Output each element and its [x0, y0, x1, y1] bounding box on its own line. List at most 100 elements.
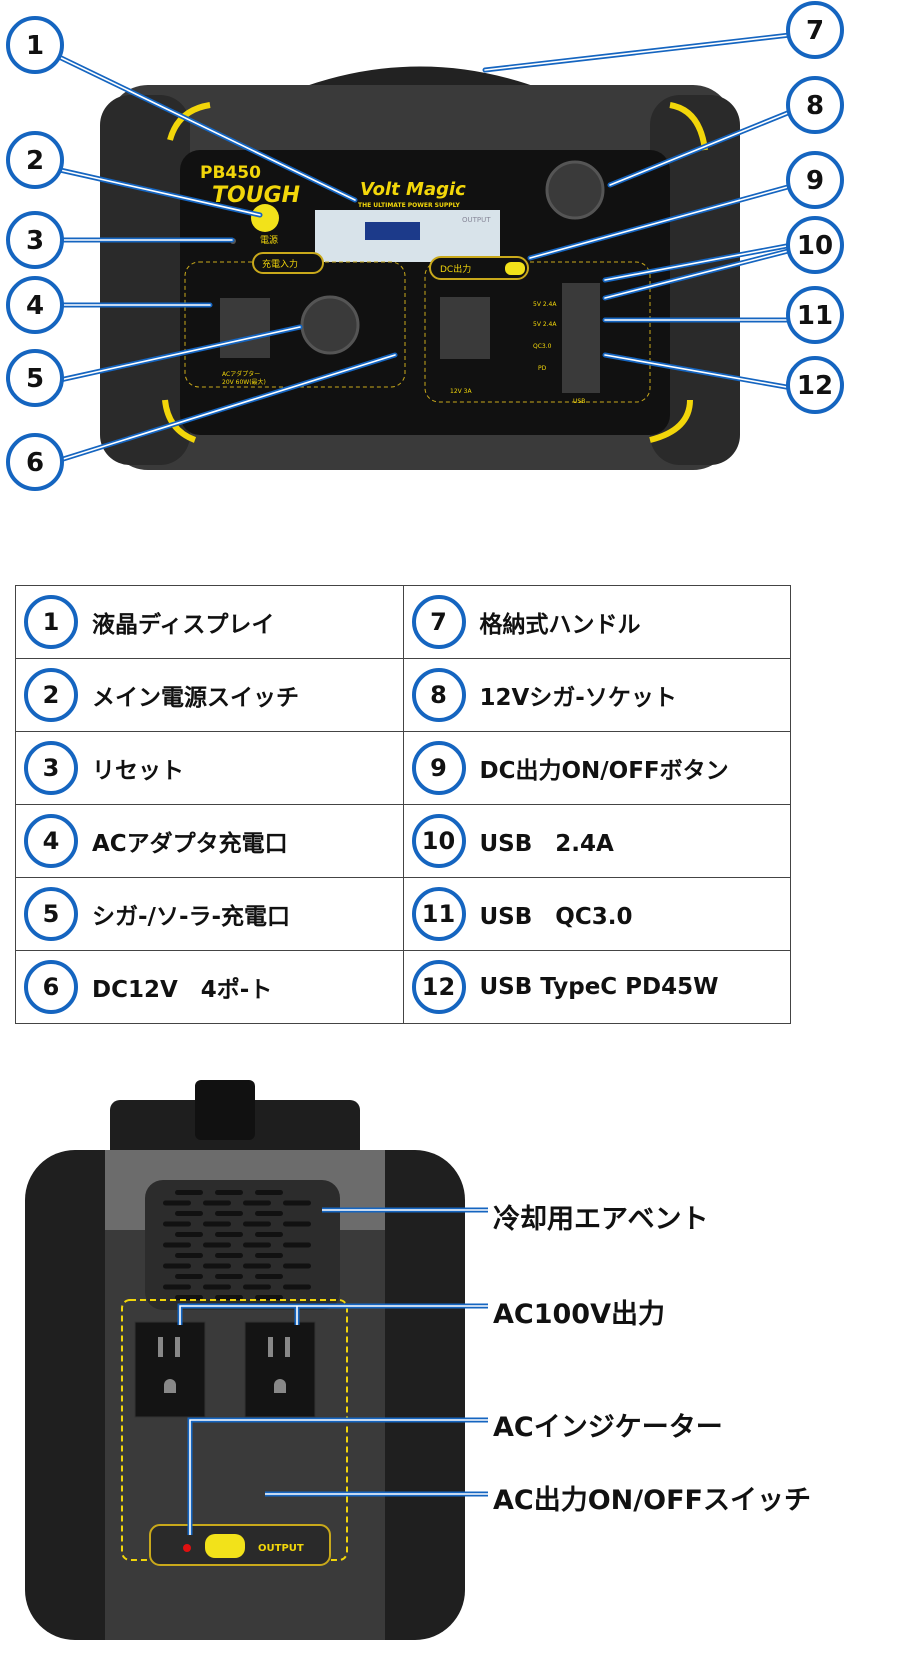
vent-slot — [163, 1221, 191, 1227]
legend-label: USB 2.4A — [479, 831, 614, 857]
legend-number: 8 — [411, 668, 466, 722]
vent-slot — [215, 1190, 243, 1195]
callout-10: 10 — [797, 231, 833, 261]
legend-number: 10 — [411, 814, 466, 868]
vent-slot — [283, 1221, 311, 1227]
brand-logo: Volt Magic — [360, 179, 466, 200]
cigar-socket-12v — [545, 160, 605, 220]
legend-number: 11 — [411, 887, 466, 941]
ac-output-switch[interactable] — [205, 1534, 245, 1558]
dc-output-button[interactable] — [505, 262, 525, 275]
vent-slot — [175, 1211, 203, 1216]
usb-rating: 5V 2.4A — [533, 321, 557, 328]
model-name: PB450 — [200, 163, 261, 183]
callout-9: 9 — [806, 166, 824, 196]
vent-slot — [283, 1200, 311, 1206]
legend-number: 7 — [411, 595, 466, 649]
main-power-switch[interactable] — [251, 204, 279, 232]
dc-output-label: DC出力 — [440, 263, 471, 275]
legend-cell: 6 DC12V 4ポ-ト — [15, 950, 404, 1024]
callout-2: 2 — [26, 146, 44, 176]
legend-number: 4 — [24, 814, 78, 868]
usb-rating: 5V 2.4A — [533, 301, 557, 308]
legend-label: DC出力ON/OFFボタン — [479, 758, 729, 784]
vent-slot — [255, 1274, 283, 1279]
vent-slot — [283, 1284, 311, 1290]
vent-slot — [243, 1200, 271, 1206]
legend-label: シガ-/ソ-ラ-充電口 — [92, 904, 291, 930]
callout-1: 1 — [26, 31, 44, 61]
vent-slot — [175, 1232, 203, 1237]
legend-number: 12 — [411, 960, 466, 1014]
rear-diagram: OUTPUT — [25, 1080, 488, 1640]
vent-slot — [243, 1221, 271, 1227]
usb-rating: QC3.0 — [533, 343, 552, 350]
dc12v-port — [440, 297, 490, 359]
legend-number: 6 — [24, 960, 78, 1014]
tagline: THE ULTIMATE POWER SUPPLY — [358, 202, 461, 209]
ac-adapter-label: ACアダプター — [222, 370, 260, 378]
usb-label: USB — [573, 398, 585, 405]
ac-outlet-left — [134, 1321, 206, 1418]
legend-label: 12Vシガ-ソケット — [479, 685, 677, 711]
model-sub: TOUGH — [212, 183, 300, 208]
battery-bars — [365, 222, 420, 240]
front-diagram: PB450 TOUGH Volt Magic THE ULTIMATE POWE… — [6, 1, 844, 491]
vent-slot — [163, 1284, 191, 1290]
vent-slot — [175, 1253, 203, 1258]
legend-cell: 12 USB TypeC PD45W — [402, 950, 791, 1024]
legend-label: メイン電源スイッチ — [92, 685, 299, 711]
legend-label: USB TypeC PD45W — [479, 974, 719, 1000]
usb-port-panel — [562, 283, 600, 393]
vent-slot — [255, 1253, 283, 1258]
callout-lines — [52, 32, 798, 463]
dc-port-label: 12V 3A — [450, 388, 472, 395]
vent-slot — [175, 1274, 203, 1279]
vent-slot — [255, 1190, 283, 1195]
legend-item: 2 メイン電源スイッチ — [24, 668, 403, 722]
callout-3: 3 — [26, 226, 44, 256]
legend-item: 8 12Vシガ-ソケット — [411, 668, 791, 722]
callout-11: 11 — [797, 301, 833, 331]
vent-slot — [203, 1263, 231, 1269]
legend-cell: 10 USB 2.4A — [402, 804, 791, 878]
ac-adapter-rating: 20V 60W(最大) — [222, 378, 266, 386]
legend-number: 3 — [24, 741, 78, 795]
charge-input-label: 充電入力 — [262, 258, 298, 270]
legend-label: DC12V 4ポ-ト — [92, 977, 273, 1003]
label-ac-indicator: ACインジケーター — [493, 1412, 723, 1443]
callout-6: 6 — [26, 448, 44, 478]
label-air-vent: 冷却用エアベント — [493, 1204, 709, 1235]
vent-slot — [215, 1232, 243, 1237]
vent-slot — [243, 1284, 271, 1290]
output-label: OUTPUT — [258, 1543, 304, 1554]
power-label: 電源 — [260, 235, 278, 246]
legend-number: 1 — [24, 595, 78, 649]
vent-slot — [255, 1211, 283, 1216]
legend-cell: 3 リセット — [15, 731, 404, 805]
vent-slot — [215, 1274, 243, 1279]
legend-label: リセット — [92, 758, 184, 784]
lcd-output-text: OUTPUT — [462, 216, 491, 224]
usb-rating: PD — [538, 365, 547, 372]
label-ac-output: AC100V出力 — [493, 1299, 665, 1330]
legend-item: 6 DC12V 4ポ-ト — [24, 960, 403, 1014]
callout-4: 4 — [26, 291, 44, 321]
vent-slot — [243, 1242, 271, 1248]
ac-indicator-led — [183, 1544, 191, 1552]
legend-label: 格納式ハンドル — [479, 612, 641, 638]
vent-slot — [203, 1242, 231, 1248]
legend-number: 2 — [24, 668, 78, 722]
label-ac-switch: AC出力ON/OFFスイッチ — [493, 1485, 811, 1516]
callout-5: 5 — [26, 364, 44, 394]
vent-slot — [255, 1295, 283, 1300]
